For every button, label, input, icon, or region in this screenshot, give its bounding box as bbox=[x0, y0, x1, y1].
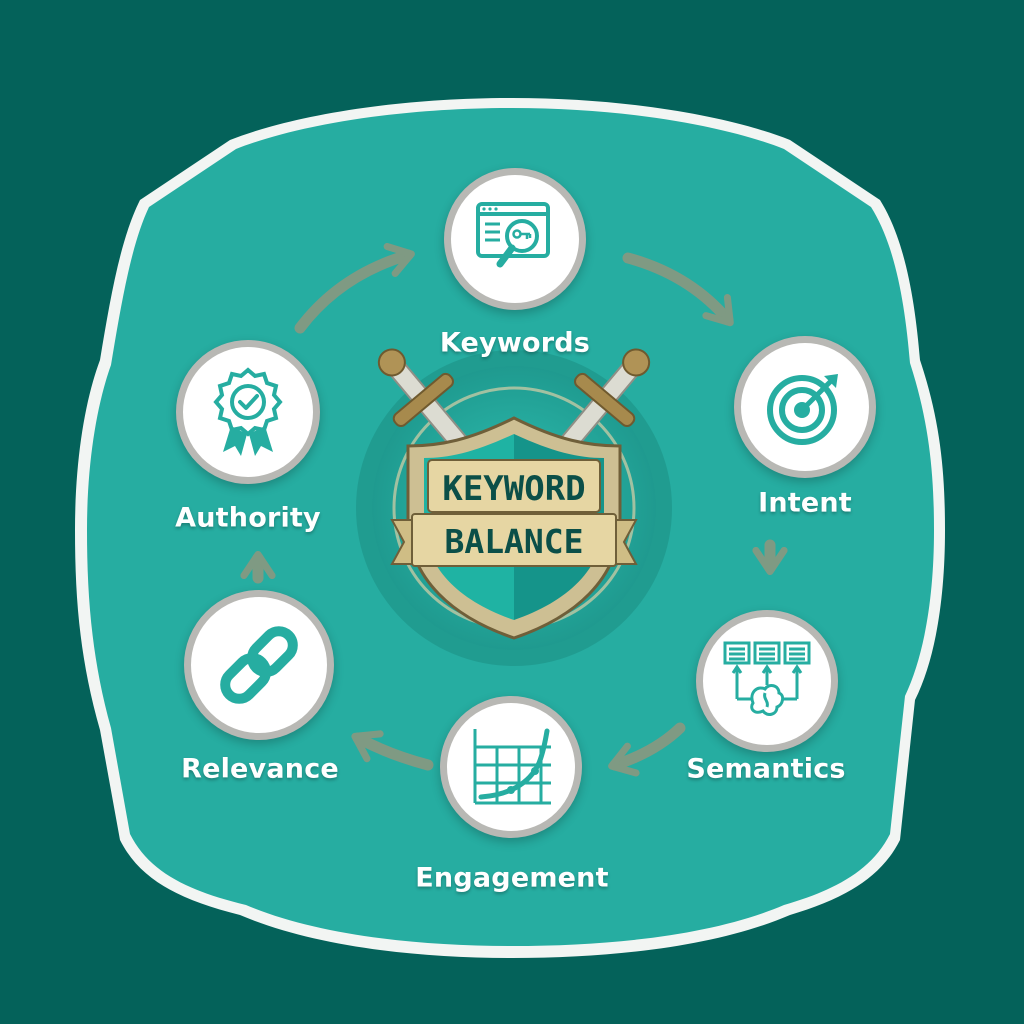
center-title-line1: KEYWORD bbox=[442, 469, 585, 509]
center-title-line2: BALANCE bbox=[444, 522, 583, 561]
cycle-arrows bbox=[240, 242, 788, 777]
brain-structure-icon bbox=[723, 641, 811, 716]
banner bbox=[390, 513, 638, 567]
label-engagement: Engagement bbox=[415, 862, 609, 894]
label-semantics: Semantics bbox=[686, 753, 846, 785]
node-intent bbox=[734, 336, 876, 478]
node-keywords bbox=[444, 168, 586, 310]
arrow-engagement-to-relevance bbox=[351, 730, 434, 771]
label-relevance: Relevance bbox=[181, 753, 339, 785]
keyword-search-icon bbox=[476, 202, 550, 268]
arrow-semantics-to-engagement bbox=[608, 722, 686, 777]
target-icon bbox=[767, 374, 838, 445]
node-authority bbox=[176, 340, 320, 484]
growth-chart-icon bbox=[473, 728, 551, 805]
node-relevance bbox=[184, 590, 334, 740]
arrow-keywords-to-intent bbox=[622, 252, 734, 327]
node-engagement bbox=[440, 696, 582, 838]
chain-link-icon bbox=[220, 626, 298, 704]
center-emblem: KEYWORD BALANCE bbox=[356, 348, 672, 666]
arrow-authority-to-keywords bbox=[294, 242, 415, 334]
label-intent: Intent bbox=[758, 487, 852, 519]
award-badge-icon bbox=[213, 367, 283, 456]
label-authority: Authority bbox=[175, 502, 321, 534]
node-semantics bbox=[696, 610, 838, 752]
label-keywords: Keywords bbox=[439, 327, 591, 359]
